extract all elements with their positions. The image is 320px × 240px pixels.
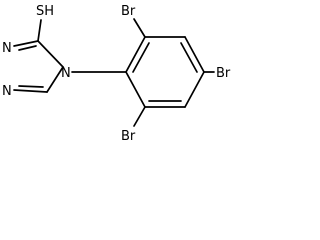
thiol-label: SH xyxy=(36,4,54,19)
bond-c3-s xyxy=(37,19,42,42)
bond-n4-c5 xyxy=(46,66,64,93)
bond-br-bottom xyxy=(133,106,146,127)
bond-ar-6-1 xyxy=(125,71,146,108)
bond-c5-n1 xyxy=(13,89,48,93)
bond-n2-c3 xyxy=(13,40,39,47)
bond-br-top xyxy=(133,18,146,38)
bromine-top-label: Br xyxy=(121,4,136,19)
bond-c3-n4 xyxy=(37,40,64,68)
bond-n2-c3-double xyxy=(18,45,37,51)
bond-ar-1-2-inner xyxy=(132,42,150,73)
bond-ar-3-4-inner xyxy=(180,42,198,73)
bond-ar-1-2 xyxy=(125,36,146,73)
phenyl-ring xyxy=(125,36,205,108)
nitrogen-n4-label: N xyxy=(61,66,71,81)
bromine-right-label: Br xyxy=(216,66,231,81)
bond-ar-3-4 xyxy=(184,36,205,73)
nitrogen-n2-label: N xyxy=(2,41,12,56)
nitrogen-n1-label: N xyxy=(2,84,12,99)
bond-ar-4-5 xyxy=(184,71,205,108)
bromine-bottom-label: Br xyxy=(121,129,136,144)
molecule-structure: SH N N N Br Br Br xyxy=(2,4,231,144)
triazole-ring xyxy=(13,40,64,93)
bond-c5-n1-double xyxy=(18,85,44,88)
